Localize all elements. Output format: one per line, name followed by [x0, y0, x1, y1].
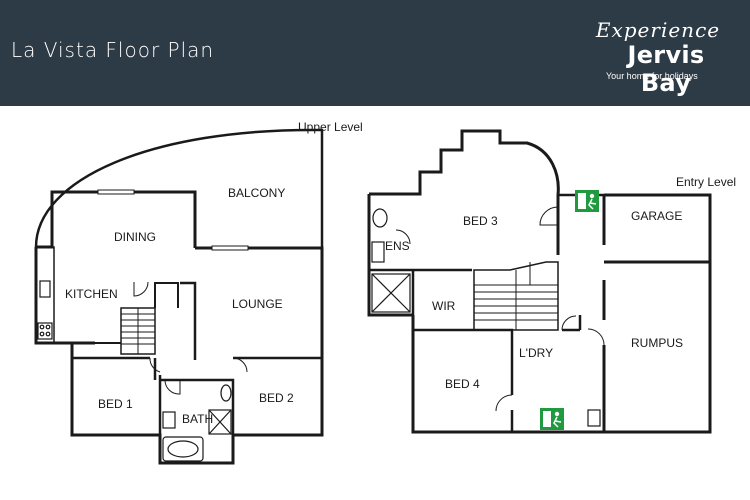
room-label-rumpus: RUMPUS: [631, 336, 683, 350]
toilet-icon: [220, 384, 232, 402]
room-label-ens: ENS: [385, 239, 410, 253]
laundry-tub-icon: [587, 409, 601, 427]
upper-door-swings: [133, 281, 248, 395]
exit-sign-icon: [540, 408, 564, 430]
room-label-balcony: BALCONY: [228, 186, 285, 200]
kitchen-bench: [35, 246, 55, 344]
exit-sign-icon: [575, 190, 599, 212]
entry-stairs: [473, 261, 559, 331]
floor-plan-diagram: Upper Level BALCONY DINING KITCHEN LOUNG…: [34, 120, 736, 465]
stove-icon: [37, 322, 53, 340]
room-label-wir: WIR: [432, 299, 456, 313]
logo-script-text: Experience: [595, 18, 721, 42]
shower-icon: [371, 273, 411, 313]
room-label-bed2: BED 2: [259, 391, 294, 405]
vanity-icon: [371, 241, 385, 263]
room-label-garage: GARAGE: [631, 209, 682, 223]
stairs-icon: [121, 308, 155, 354]
room-label-kitchen: KITCHEN: [65, 287, 118, 301]
bathtub-icon: [162, 436, 204, 462]
lower-entry-wall: [411, 315, 606, 434]
kitchen-fixtures: [37, 280, 53, 340]
ens-fixtures: [371, 208, 601, 427]
entry-level-label: Entry Level: [676, 175, 736, 189]
room-label-lounge: LOUNGE: [232, 297, 283, 311]
garage-wall: [604, 193, 712, 434]
upper-level-label: Upper Level: [298, 120, 363, 134]
header-banner: La Vista Floor Plan Experience Jervis Ba…: [0, 0, 750, 106]
room-label-laundry: L'DRY: [519, 346, 553, 360]
lower-block-wall: [70, 343, 324, 465]
room-label-bed4: BED 4: [445, 377, 480, 391]
shower-icon: [208, 409, 232, 435]
logo-main-text: Jervis Bay: [627, 41, 705, 97]
room-label-bed3: BED 3: [463, 214, 498, 228]
entry-door-swings: [395, 206, 605, 412]
logo-tagline: Your home for holidays: [606, 71, 698, 81]
ens-wall: [367, 194, 413, 317]
page-title: La Vista Floor Plan: [11, 38, 215, 62]
bath-fixtures: [162, 384, 232, 462]
partition-wall: [95, 282, 179, 344]
brand-logo: Experience Jervis Bay Your home for holi…: [592, 18, 732, 97]
balcony-curve-wall: [34, 128, 324, 248]
bath-wall: [160, 356, 322, 435]
room-label-dining: DINING: [114, 230, 156, 244]
lounge-slider: [211, 245, 249, 251]
upper-windows: [97, 189, 249, 251]
room-label-bath: BATH: [182, 412, 213, 426]
sink-icon: [39, 280, 51, 298]
bed1-wall: [72, 356, 162, 435]
toilet-icon: [372, 208, 388, 228]
bed3-outer-wall: [369, 129, 560, 255]
entry-level-plan: [367, 129, 712, 434]
dining-slider: [97, 189, 135, 195]
vanity-icon: [162, 411, 176, 429]
room-label-bed1: BED 1: [98, 397, 133, 411]
hall-wall: [153, 281, 197, 380]
